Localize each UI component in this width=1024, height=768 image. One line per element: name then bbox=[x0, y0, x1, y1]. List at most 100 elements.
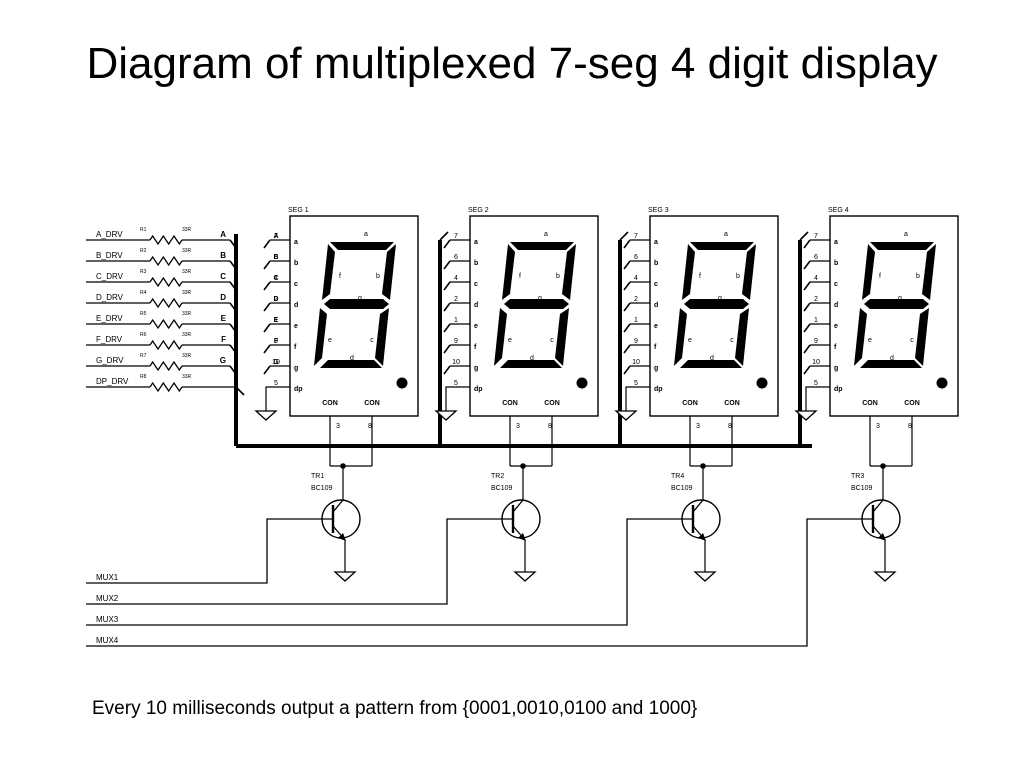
pin-letter-label: d bbox=[654, 302, 658, 309]
resistor-symbol bbox=[149, 381, 183, 393]
display-segment-b bbox=[562, 244, 576, 300]
pin-number-label: 1 bbox=[274, 317, 278, 324]
bus-entry bbox=[263, 239, 271, 249]
pin-letter-label: c bbox=[474, 281, 478, 288]
mux-label: MUX3 bbox=[96, 615, 119, 624]
pin-letter-label: f bbox=[294, 344, 297, 351]
segment-letter-label: f bbox=[339, 273, 341, 280]
pin-number-label: 4 bbox=[274, 275, 278, 282]
bus-entry bbox=[623, 344, 631, 354]
pin-number-label: 2 bbox=[454, 296, 458, 303]
bus-entry bbox=[803, 260, 811, 270]
bus-entry bbox=[803, 302, 811, 312]
bus-entry bbox=[803, 344, 811, 354]
segment-letter-label: a bbox=[724, 231, 728, 238]
bus-letter-label: D bbox=[220, 293, 226, 302]
bus-entry bbox=[263, 260, 271, 270]
bus-entry bbox=[623, 302, 631, 312]
segment-letter-label: d bbox=[710, 355, 714, 362]
display-name-label: SEG 4 bbox=[828, 207, 849, 214]
resistor-value-label: 33R bbox=[182, 374, 192, 380]
mux-label: MUX4 bbox=[96, 636, 119, 645]
pin-number-label: 4 bbox=[814, 275, 818, 282]
bus-entry bbox=[623, 281, 631, 291]
display-ground-symbol bbox=[614, 410, 638, 421]
pin-letter-label: c bbox=[654, 281, 658, 288]
bus-entry bbox=[439, 231, 449, 241]
resistor-symbol bbox=[149, 360, 183, 372]
display-segment-d bbox=[500, 360, 562, 368]
common-pin-label: CON bbox=[724, 400, 740, 407]
bus-letter-label: E bbox=[221, 314, 227, 323]
bus-entry bbox=[263, 302, 271, 312]
pin-letter-label: a bbox=[294, 239, 298, 246]
common-pin-number: 8 bbox=[728, 423, 732, 430]
pin-wire bbox=[265, 386, 290, 411]
pin-letter-label: f bbox=[474, 344, 477, 351]
decimal-point-segment bbox=[576, 377, 588, 389]
pin-number-label: 7 bbox=[454, 233, 458, 240]
resistor-symbol bbox=[149, 297, 183, 309]
display-segment-c bbox=[915, 308, 929, 366]
bus-entry bbox=[443, 239, 451, 249]
display-ground-symbol bbox=[254, 410, 278, 421]
common-pin-number: 3 bbox=[336, 423, 340, 430]
display-segment-c bbox=[375, 308, 389, 366]
common-pin-label: CON bbox=[502, 400, 518, 407]
display-name-label: SEG 1 bbox=[288, 207, 309, 214]
transistor-collector bbox=[512, 499, 524, 513]
pin-bus-letter: F bbox=[274, 338, 279, 345]
pin-letter-label: g bbox=[654, 365, 658, 372]
driver-label: E_DRV bbox=[96, 314, 123, 323]
segment-letter-label: f bbox=[699, 273, 701, 280]
pin-letter-label: e bbox=[474, 323, 478, 330]
segment-letter-label: g bbox=[898, 295, 902, 302]
transistor-ref-label: TR3 bbox=[851, 473, 864, 480]
pin-letter-label: dp bbox=[834, 386, 843, 393]
pin-letter-label: b bbox=[294, 260, 298, 267]
slide-title: Diagram of multiplexed 7-seg 4 digit dis… bbox=[86, 39, 938, 88]
pin-letter-label: c bbox=[294, 281, 298, 288]
pin-number-label: 2 bbox=[814, 296, 818, 303]
bus-entry bbox=[263, 323, 271, 333]
pin-number-label: 7 bbox=[634, 233, 638, 240]
transistor-ground-symbol bbox=[513, 571, 537, 582]
bus-letter-label: B bbox=[220, 251, 226, 260]
transistor-part-label: BC109 bbox=[311, 485, 333, 492]
bus-entry bbox=[263, 365, 271, 375]
common-pin-label: CON bbox=[544, 400, 560, 407]
transistor-ground-symbol bbox=[693, 571, 717, 582]
transistor-collector bbox=[332, 499, 344, 513]
pin-number-label: 9 bbox=[814, 338, 818, 345]
pin-number-label: 5 bbox=[454, 380, 458, 387]
resistor-value-label: 33R bbox=[182, 269, 192, 275]
segment-letter-label: g bbox=[358, 295, 362, 302]
display-segment-c bbox=[555, 308, 569, 366]
bus-entry bbox=[803, 365, 811, 375]
bus-letter-label: C bbox=[220, 272, 226, 281]
segment-letter-label: b bbox=[376, 273, 380, 280]
common-pin-label: CON bbox=[364, 400, 380, 407]
transistor-collector bbox=[872, 499, 884, 513]
pin-letter-label: e bbox=[294, 323, 298, 330]
display-segment-e bbox=[314, 308, 327, 366]
segment-letter-label: e bbox=[688, 337, 692, 344]
common-pin-label: CON bbox=[904, 400, 920, 407]
segment-letter-label: b bbox=[916, 273, 920, 280]
display-segment-g bbox=[324, 299, 389, 309]
display-segment-a bbox=[510, 242, 574, 250]
segment-letter-label: e bbox=[508, 337, 512, 344]
pin-letter-label: f bbox=[834, 344, 837, 351]
pin-number-label: 10 bbox=[452, 359, 460, 366]
resistor-ref-label: R2 bbox=[140, 248, 147, 254]
bus-entry bbox=[443, 302, 451, 312]
pin-number-label: 4 bbox=[454, 275, 458, 282]
bus-entry bbox=[623, 323, 631, 333]
mux-wire bbox=[86, 518, 333, 584]
bus-entry bbox=[803, 239, 811, 249]
pin-number-label: 6 bbox=[274, 254, 278, 261]
pin-bus-letter: B bbox=[273, 254, 278, 261]
emitter-arrow bbox=[878, 533, 886, 541]
pin-bus-letter: E bbox=[274, 317, 279, 324]
